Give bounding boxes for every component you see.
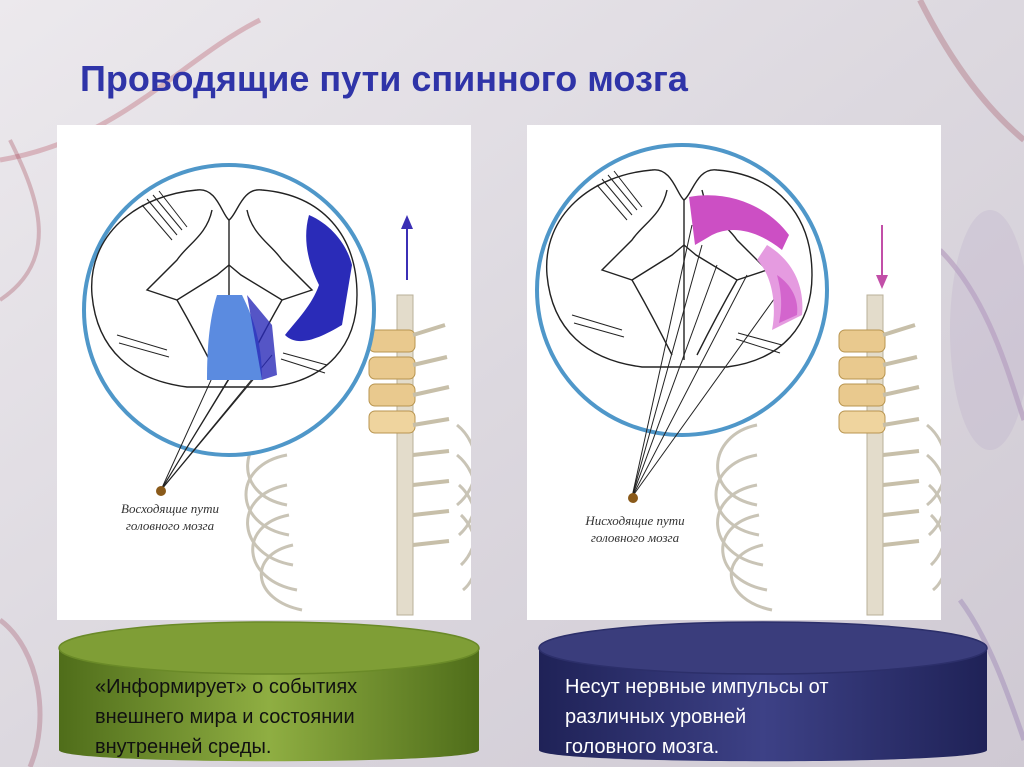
info-line: «Информирует» о событиях: [95, 676, 358, 698]
pointer-lines: [631, 224, 778, 498]
spine-illustration: [838, 294, 920, 616]
tract-region-secondary-dark: [777, 275, 798, 323]
info-text-descending: Несут нервные импульсы от различных уров…: [565, 672, 828, 762]
caption-line: Нисходящие пути: [585, 513, 685, 528]
pointer-dot: [628, 493, 638, 503]
spine-illustration: [368, 294, 450, 616]
tract-region-secondary-dark: [247, 295, 277, 380]
spinal-cord-diagram: [82, 163, 471, 616]
info-line: различных уровней: [565, 706, 747, 728]
caption-line: Восходящие пути: [121, 501, 219, 516]
caption-descending: Нисходящие пути головного мозга: [555, 512, 715, 546]
page-title: Проводящие пути спинного мозга: [80, 58, 688, 99]
arrow-down-icon: [876, 225, 888, 289]
nerve-roots: [116, 190, 328, 374]
info-line: головного мозга.: [565, 736, 720, 758]
info-box-descending: Несут нервные импульсы от различных уров…: [537, 620, 989, 767]
ribcage-illustration: [244, 423, 471, 612]
tract-region-primary: [689, 195, 789, 250]
spinal-cord-diagram: [535, 143, 941, 616]
tract-region-secondary: [207, 295, 262, 380]
info-line: внешнего мира и состоянии: [95, 706, 355, 728]
info-box-ascending: «Информирует» о событиях внешнего мира и…: [57, 620, 481, 767]
info-line: Несут нервные импульсы от: [565, 676, 829, 698]
caption-ascending: Восходящие пути головного мозга: [90, 500, 250, 534]
pointer-dot: [156, 486, 166, 496]
ascending-pathways-figure: [57, 125, 471, 620]
arrow-up-icon: [401, 215, 413, 280]
descending-pathways-figure: [527, 125, 941, 620]
info-text-ascending: «Информирует» о событиях внешнего мира и…: [95, 672, 357, 762]
info-line: внутренней среды.: [95, 736, 272, 758]
nerve-roots: [571, 170, 783, 354]
caption-line: головного мозга: [590, 530, 680, 545]
tract-region-primary: [285, 215, 352, 342]
ribcage-illustration: [714, 423, 941, 612]
caption-line: головного мозга: [125, 518, 215, 533]
